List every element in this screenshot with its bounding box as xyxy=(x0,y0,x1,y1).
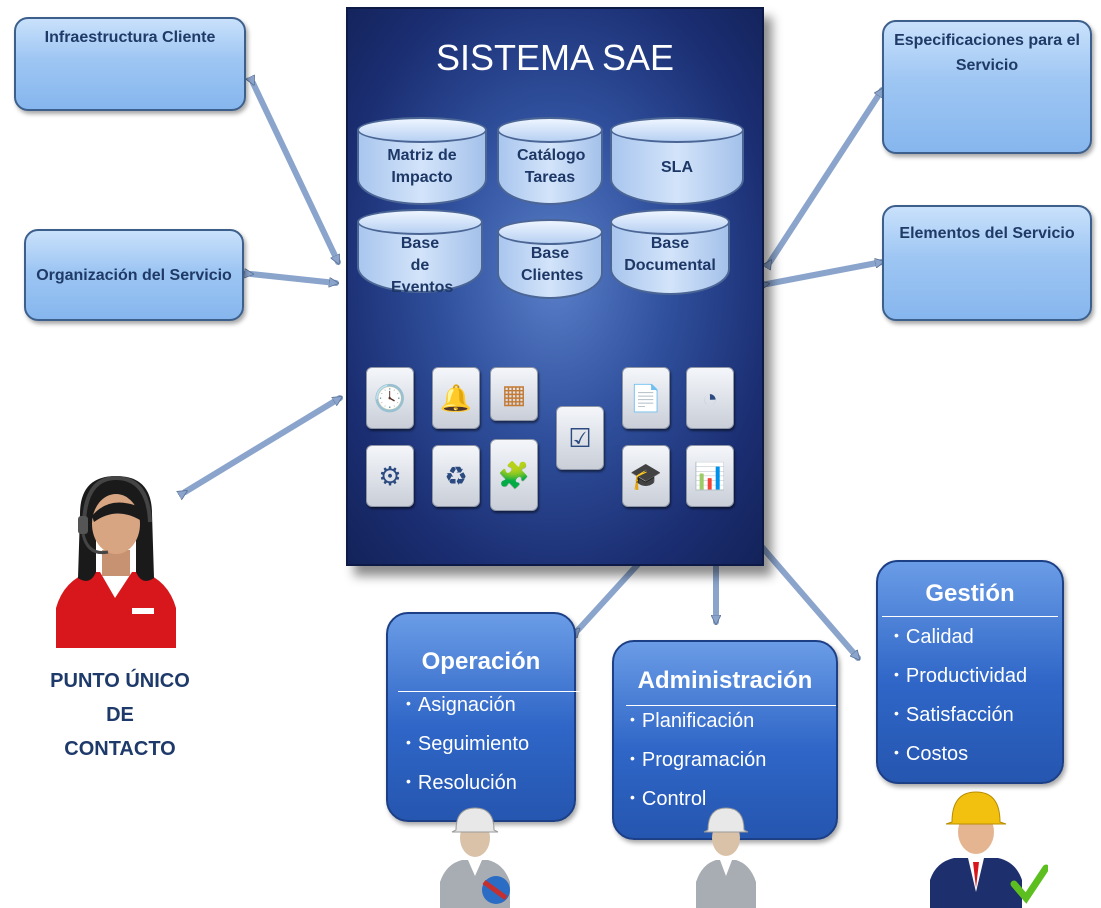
infraestructura-cliente-box: Infraestructura Cliente xyxy=(14,17,246,111)
database-catalogo-tareas: Catálogo Tareas xyxy=(497,117,603,205)
gestion-box: Gestión Calidad Productividad Satisfacci… xyxy=(876,560,1064,784)
database-label: Catálogo Tareas xyxy=(517,147,586,186)
database-label: Base Documental xyxy=(624,235,716,274)
arrow-infraestructura xyxy=(253,83,341,262)
list-item: Satisfacción xyxy=(894,704,1027,743)
arrow-organizacion xyxy=(251,274,336,283)
organizacion-servicio-label: Organización del Servicio xyxy=(36,266,232,284)
especificaciones-servicio-label: Especificaciones para el Servicio xyxy=(894,32,1080,74)
arrow-gestion xyxy=(762,547,861,661)
database-label: Base de Eventos xyxy=(391,235,454,296)
documents-icon: 📄 xyxy=(622,367,670,429)
database-label: SLA xyxy=(661,159,693,176)
list-item: Planificación xyxy=(630,710,766,749)
boxes-icon: ▦ xyxy=(490,367,538,421)
list-item: Calidad xyxy=(894,626,1027,665)
list-item: Seguimiento xyxy=(406,733,529,772)
sistema-sae-panel: SISTEMA SAE Matriz de Impacto Catálogo T… xyxy=(346,7,764,566)
operacion-list: Asignación Seguimiento Resolución xyxy=(406,694,529,811)
database-base-clientes: Base Clientes xyxy=(497,219,603,299)
list-item: Control xyxy=(630,788,766,827)
clock-panel-icon: 🕓 xyxy=(366,367,414,429)
database-sla: SLA xyxy=(610,117,744,205)
engineer-tools-icon xyxy=(440,807,510,908)
graduation-icon: 🎓 xyxy=(622,445,670,507)
list-item: Productividad xyxy=(894,665,1027,704)
list-item: Resolución xyxy=(406,772,529,811)
list-item: Asignación xyxy=(406,694,529,733)
list-item: Programación xyxy=(630,749,767,788)
manager-approval-icon xyxy=(930,791,1048,908)
elementos-servicio-box: Elementos del Servicio xyxy=(882,205,1092,321)
puzzle-icon: 🧩 xyxy=(490,439,538,511)
organizacion-servicio-box: Organización del Servicio xyxy=(24,229,244,321)
cycle-icon: ♻ xyxy=(432,445,480,507)
arrow-elementos xyxy=(767,262,882,284)
tools-icon: ⚙ xyxy=(366,445,414,507)
chart-gear-icon: 📊 xyxy=(686,445,734,507)
engineer-icon xyxy=(696,807,756,908)
gestion-list: Calidad Productividad Satisfacción Costo… xyxy=(894,626,1027,782)
punto-unico-contacto-label: PUNTO ÚNICO DE CONTACTO xyxy=(50,670,190,760)
operacion-title: Operación xyxy=(421,648,541,675)
database-label: Base Clientes xyxy=(521,245,584,284)
database-base-documental: Base Documental xyxy=(610,209,730,295)
database-matriz-impacto: Matriz de Impacto xyxy=(357,117,487,205)
administracion-list: Planificación Programación Control xyxy=(630,710,767,827)
infraestructura-cliente-label: Infraestructura Cliente xyxy=(44,29,216,46)
list-item: Costos xyxy=(894,743,1027,782)
call-center-agent-icon xyxy=(56,475,176,648)
administracion-box: Administración Planificación Programació… xyxy=(612,640,838,840)
especificaciones-servicio-box: Especificaciones para el Servicio xyxy=(882,20,1092,154)
sistema-sae-title: SISTEMA SAE xyxy=(435,37,675,78)
arrow-contacto xyxy=(185,395,340,492)
gauge-icon: ◔ xyxy=(686,367,734,429)
operacion-box: Operación Asignación Seguimiento Resoluc… xyxy=(386,612,580,822)
database-label: Matriz de Impacto xyxy=(387,147,457,186)
checklist-icon: ☑ xyxy=(556,406,604,470)
bell-icon: 🔔 xyxy=(432,367,480,429)
database-base-eventos: Base de Eventos xyxy=(357,209,483,296)
arrow-especificaciones xyxy=(770,90,885,262)
elementos-servicio-label: Elementos del Servicio xyxy=(899,225,1075,242)
gestion-title: Gestión xyxy=(925,580,1015,607)
administracion-title: Administración xyxy=(637,667,813,694)
